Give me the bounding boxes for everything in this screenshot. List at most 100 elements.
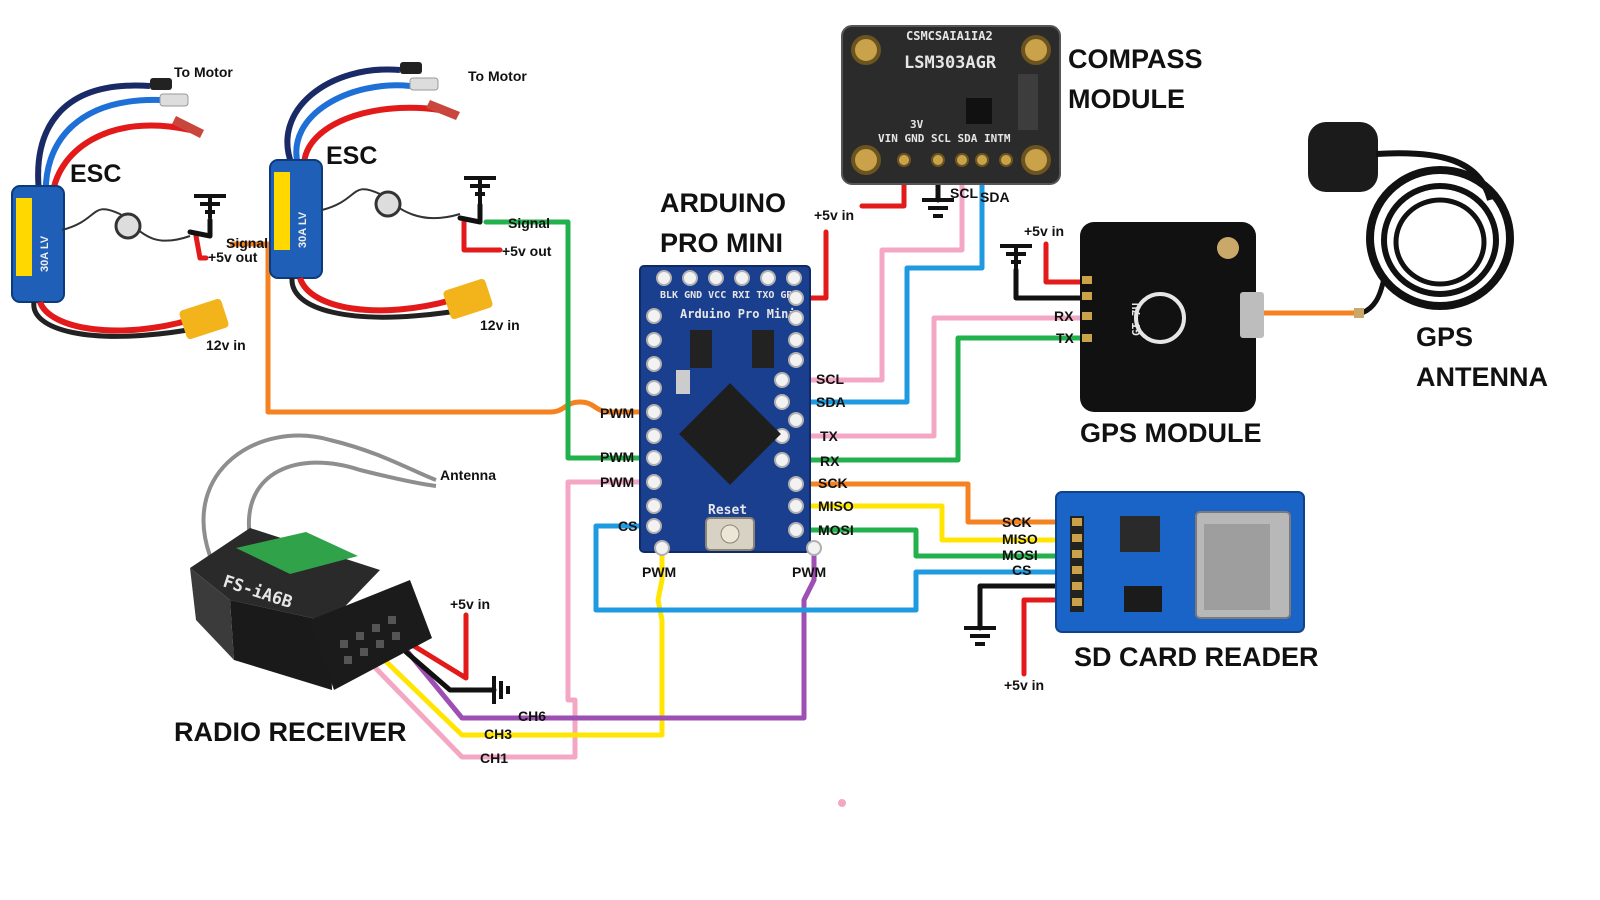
arduino-pro-mini: ARDUINO PRO MINI BLK GND VCC RXI TXO GRN…: [600, 188, 854, 580]
wire-sda: [779, 161, 985, 405]
wire-mosi: [779, 527, 1073, 559]
sd-power-in: +5v in: [1004, 677, 1044, 693]
wire-rx: [779, 335, 1093, 463]
wire-ch6: [395, 549, 817, 721]
compass-chip-line2: LSM303AGR: [904, 53, 997, 73]
wire-esc2-power-out: [461, 219, 503, 253]
wire-ch1: [357, 479, 665, 760]
arduino-pin-pwm-ch6: PWM: [792, 564, 826, 580]
wire-ch3: [369, 549, 665, 738]
esc-left-signal: Signal: [226, 235, 268, 251]
ground-symbols: [194, 176, 1032, 704]
arduino-top-header: [656, 270, 802, 286]
sd-pin-sck: SCK: [1002, 514, 1032, 530]
esc-right-power-in: 12v in: [480, 317, 520, 333]
stray-dot: [838, 799, 846, 807]
arduino-pin-pwm-ch3: PWM: [642, 564, 676, 580]
compass-chip-line1: CSMCSAIA1IA2: [906, 29, 993, 43]
arduino-pin-rx: RX: [820, 453, 840, 469]
receiver-ch3: CH3: [484, 726, 512, 742]
arduino-pin-sck: SCK: [818, 475, 848, 491]
xt60-connector: [443, 278, 493, 320]
compass-title-line2: MODULE: [1068, 84, 1185, 114]
antenna-title-line1: GPS: [1416, 322, 1473, 352]
esc-right-title: ESC: [326, 142, 377, 170]
antenna-title-line2: ANTENNA: [1416, 362, 1548, 392]
arduino-title-line2: PRO MINI: [660, 228, 783, 258]
gps-rx: RX: [1054, 308, 1074, 324]
receiver-title: RADIO RECEIVER: [174, 717, 407, 747]
receiver-ch1: CH1: [480, 750, 508, 766]
wires: [187, 161, 1365, 760]
arduino-pin-pwm-ch1: PWM: [600, 474, 634, 490]
sd-card-reader: SCK MISO MOSI CS SD CARD READER +5v in: [1002, 491, 1319, 693]
arduino-reset-label: Reset: [708, 503, 747, 518]
wire-gps-power: [1043, 241, 1093, 285]
compass-board: [841, 25, 1061, 185]
wire-miso: [779, 503, 1073, 543]
arduino-left-header: [646, 308, 662, 534]
wire-receiver-ground: [403, 649, 497, 693]
sd-pin-miso: MISO: [1002, 531, 1038, 547]
arduino-title-line1: ARDUINO: [660, 188, 786, 218]
wire-sd-power: [1021, 597, 1073, 677]
arduino-bottom-header: [654, 540, 822, 556]
esc-left-title: ESC: [70, 160, 121, 188]
ground-icon: [922, 198, 954, 218]
wire-arduino-power: [803, 229, 829, 301]
sd-pin-cs: CS: [1012, 562, 1031, 578]
esc-right-power-out: +5v out: [502, 243, 552, 259]
ground-icon: [1000, 244, 1032, 270]
esc-right-signal: Signal: [508, 215, 550, 231]
compass-title-line1: COMPASS: [1068, 44, 1203, 74]
arduino-pin-cs: CS: [618, 518, 637, 534]
antenna-puck: [1308, 122, 1378, 192]
xt60-connector: [179, 298, 229, 340]
gps-tx: TX: [1056, 330, 1075, 346]
wire-gps-ground: [1013, 267, 1093, 301]
esc-right-to-motor: To Motor: [468, 68, 527, 84]
wire-receiver-power: [411, 612, 469, 681]
arduino-pin-miso: MISO: [818, 498, 854, 514]
receiver-power-in: +5v in: [450, 596, 490, 612]
wire-esc1-power-out: [193, 233, 209, 261]
arduino-right-header: [774, 290, 804, 538]
sd-pin-mosi: MOSI: [1002, 547, 1038, 563]
arduino-silk-name: Arduino Pro Mini: [680, 307, 796, 321]
gps-antenna: GPS ANTENNA: [1308, 122, 1548, 392]
gps-power-in: +5v in: [1024, 223, 1064, 239]
wire-esc2-signal: [483, 219, 665, 461]
arduino-power-in: +5v in: [814, 207, 854, 223]
arduino-pin-mosi: MOSI: [818, 522, 854, 538]
ground-icon: [194, 194, 226, 218]
esc-rating: 30A LV: [39, 235, 51, 272]
ground-icon: [964, 626, 996, 646]
wire-esc2-ground: [457, 202, 483, 225]
compass-silk-3v: 3V: [910, 118, 924, 131]
wire-tx: [779, 315, 1093, 439]
arduino-pin-pwm-esc2: PWM: [600, 449, 634, 465]
arduino-pin-sda: SDA: [816, 394, 846, 410]
sd-title: SD CARD READER: [1074, 642, 1319, 672]
wire-cs: [593, 523, 1073, 613]
ground-icon: [492, 676, 510, 704]
esc-left-power-out: +5v out: [208, 249, 258, 265]
compass-module: CSMCSAIA1IA2 LSM303AGR VIN GND SCL SDA I…: [841, 25, 1203, 205]
gps-title: GPS MODULE: [1080, 418, 1262, 448]
esc-left-power-in: 12v in: [206, 337, 246, 353]
wire-esc1-ground: [187, 217, 213, 239]
arduino-pin-scl: SCL: [816, 371, 844, 387]
compass-silk-bottom: VIN GND SCL SDA INTM: [878, 132, 1011, 145]
wire-scl: [779, 161, 965, 383]
receiver-antenna: Antenna: [440, 467, 496, 483]
gps-module: GT-7U GPS MODULE RX TX +5v in: [1024, 222, 1264, 448]
arduino-pin-tx: TX: [820, 428, 839, 444]
esc-left-to-motor: To Motor: [174, 64, 233, 80]
wire-sck: [779, 481, 1073, 525]
receiver-ch6: CH6: [518, 708, 546, 724]
esc-rating: 30A LV: [297, 211, 309, 248]
arduino-pin-pwm-esc1: PWM: [600, 405, 634, 421]
compass-sda: SDA: [980, 189, 1010, 205]
receiver-body: [190, 528, 380, 622]
